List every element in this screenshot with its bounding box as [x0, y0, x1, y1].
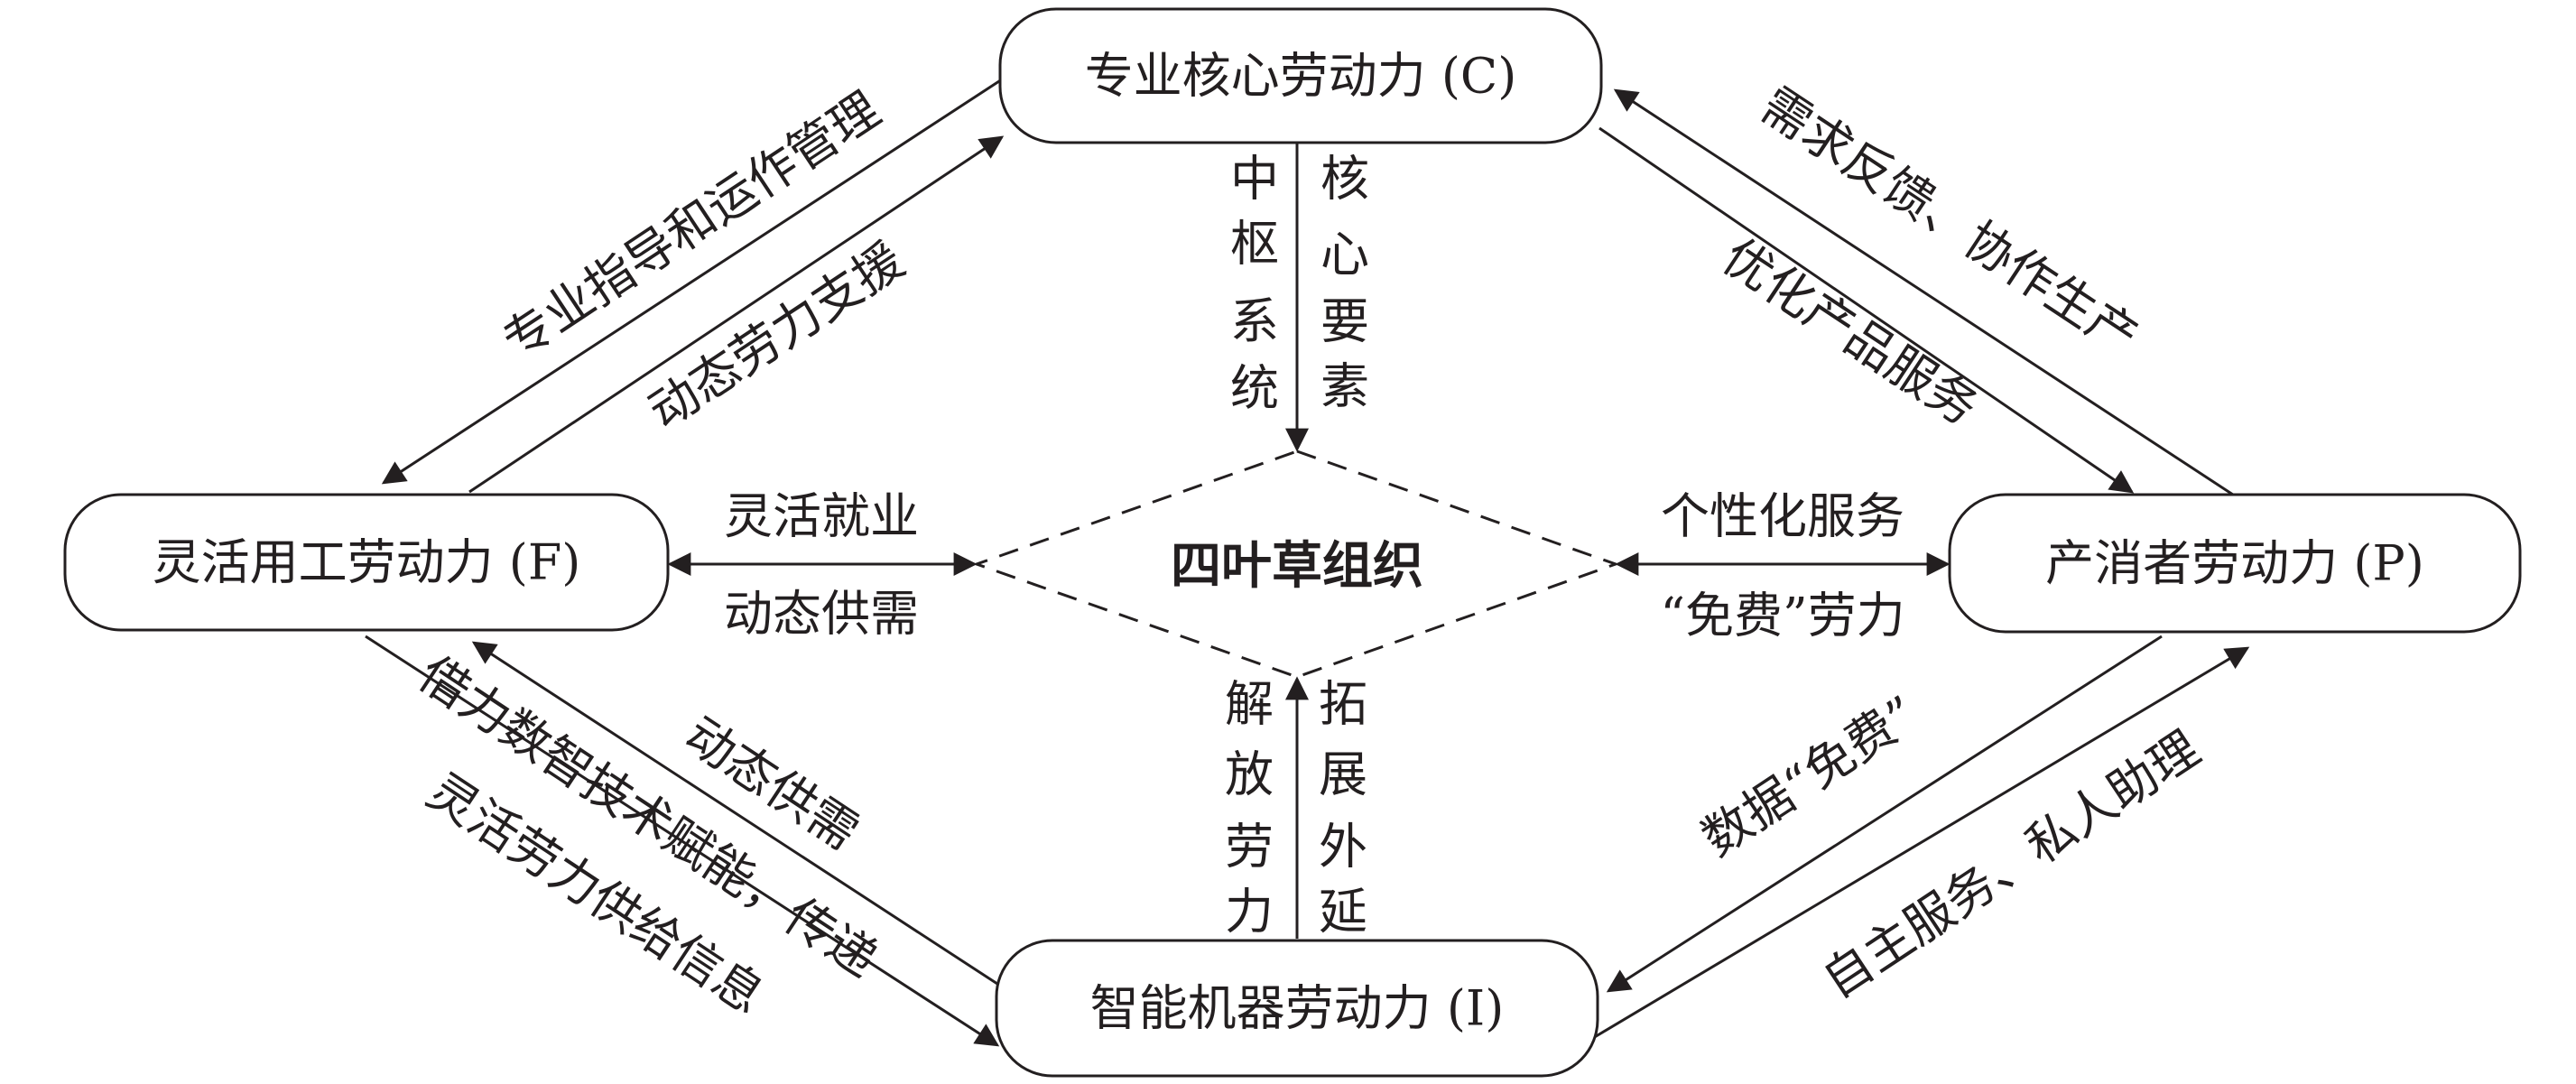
vertical-label-c-left: 中 枢 系 统 [1230, 151, 1279, 417]
vertical-char: 核 [1320, 151, 1369, 208]
vertical-char: 拓 [1319, 676, 1367, 733]
label-f-center-bottom: 动态供需 [724, 586, 919, 643]
edge-f-to-c-arrow [468, 135, 1005, 494]
vertical-char: 要 [1320, 293, 1369, 350]
node-i-label: 智能机器劳动力 (I) [1090, 980, 1505, 1037]
node-f: 灵活用工劳动力 (F) [63, 493, 670, 632]
center-label: 四叶草组织 [1171, 536, 1423, 596]
label-p-center-top: 个性化服务 [1661, 488, 1904, 545]
vertical-char: 展 [1319, 746, 1367, 803]
vertical-char: 解 [1225, 676, 1274, 733]
edge-p-to-c-arrow [1613, 88, 2239, 500]
vertical-label-c-right: 核 心 要 素 [1320, 151, 1369, 415]
vertical-char: 系 [1230, 293, 1279, 350]
vertical-char: 劳 [1225, 819, 1274, 876]
vertical-char: 外 [1319, 819, 1367, 876]
vertical-char: 力 [1225, 884, 1274, 940]
vertical-label-i-left: 解 放 劳 力 [1225, 676, 1274, 940]
label-ip-inner: 数据“免费” [1692, 685, 1928, 867]
edge-c-to-p-arrow [1598, 126, 2135, 494]
vertical-char: 统 [1230, 360, 1279, 417]
node-i: 智能机器劳动力 (I) [995, 939, 1599, 1078]
vertical-label-i-right: 拓 展 外 延 [1319, 676, 1367, 940]
edge-c-to-f-arrow [381, 78, 1003, 485]
edge-p-to-i-arrow [1606, 635, 2163, 993]
vertical-char: 中 [1230, 151, 1279, 208]
node-p: 产消者劳动力 (P) [1948, 493, 2522, 634]
edge-i-to-p-arrow [1592, 646, 2250, 1040]
vertical-char: 放 [1225, 746, 1274, 803]
vertical-char: 延 [1319, 884, 1367, 940]
label-p-center-bottom: “免费”劳力 [1660, 588, 1904, 644]
label-f-center-top: 灵活就业 [724, 488, 919, 545]
edge-f-to-i-arrow [365, 635, 1000, 1047]
edge-i-to-f-arrow [471, 641, 998, 986]
node-c-label: 专业核心劳动力 (C) [1085, 48, 1517, 105]
label-cp-inner: 优化产品服务 [1713, 227, 1988, 436]
node-p-label: 产消者劳动力 (P) [2045, 535, 2424, 592]
vertical-char: 枢 [1230, 216, 1279, 273]
vertical-char: 心 [1320, 227, 1369, 283]
vertical-char: 素 [1320, 358, 1369, 415]
node-f-label: 灵活用工劳动力 (F) [153, 534, 581, 591]
node-c: 专业核心劳动力 (C) [998, 7, 1603, 144]
